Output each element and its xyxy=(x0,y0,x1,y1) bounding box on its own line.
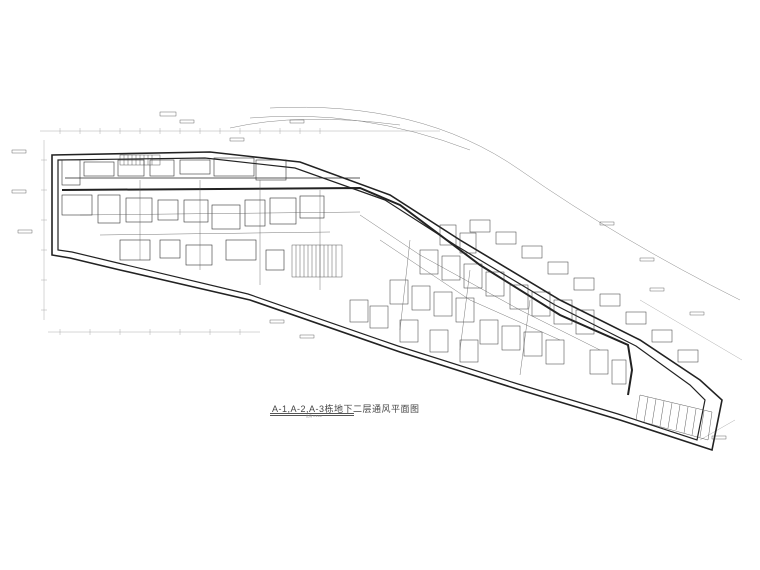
grid-axis-left xyxy=(41,140,47,320)
ramp-hatch xyxy=(635,394,713,441)
ventilation-ducts xyxy=(79,180,601,376)
grid-axis-bottom xyxy=(48,329,260,335)
annotation-marks xyxy=(11,111,727,440)
scale-note: 比例 1:100 xyxy=(306,414,322,418)
rooms-left xyxy=(61,157,325,271)
grid-axis-right xyxy=(639,299,743,441)
title-underline-second xyxy=(270,415,354,416)
outer-band-parking xyxy=(469,219,699,363)
inner-partition xyxy=(61,177,634,396)
drawing-title: A-1,A-2,A-3栋地下二层通风平面图 xyxy=(272,404,420,414)
parking-stalls xyxy=(349,224,627,385)
building-outline xyxy=(51,151,723,452)
site-boundary-lines xyxy=(229,106,741,301)
grid-axis-top xyxy=(40,128,440,134)
title-underline xyxy=(270,413,354,414)
